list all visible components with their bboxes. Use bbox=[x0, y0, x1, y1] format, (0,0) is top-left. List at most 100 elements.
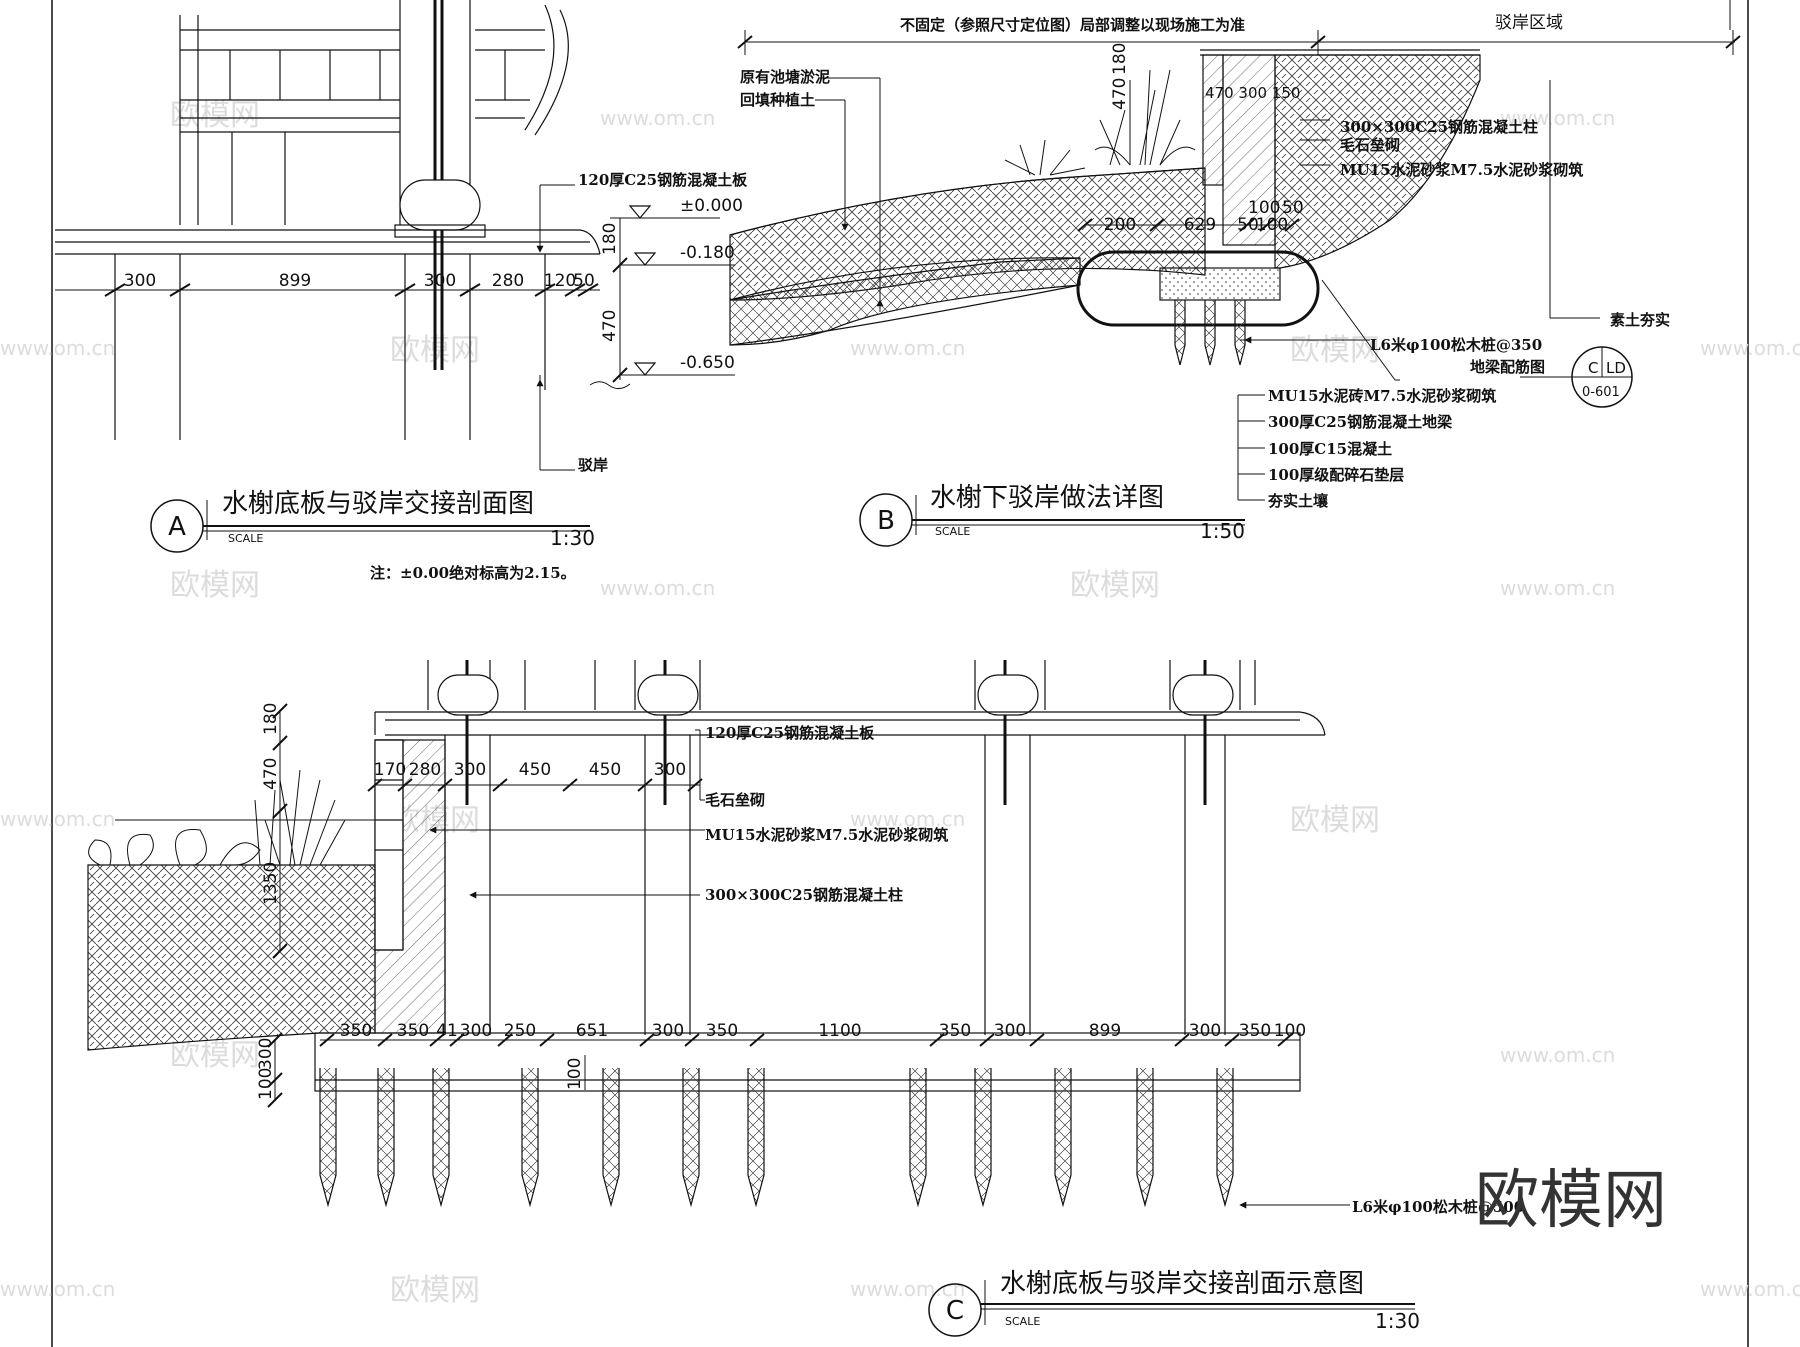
section-b-marker: B bbox=[877, 506, 895, 536]
dim-value: 450 bbox=[589, 760, 621, 780]
watermark-url: www.om.cn bbox=[1700, 1277, 1800, 1301]
vdim-value: 470 bbox=[261, 758, 281, 790]
dim-value: 100 bbox=[1248, 198, 1280, 218]
dim-value: 200 bbox=[1104, 215, 1136, 235]
columns bbox=[427, 660, 1256, 710]
planting bbox=[1004, 69, 1196, 176]
dim-value: 350 bbox=[706, 1021, 738, 1041]
watermark-url: www.om.cn bbox=[850, 1277, 965, 1301]
vdim-value: 1350 bbox=[261, 862, 281, 905]
watermark-url: www.om.cn bbox=[600, 576, 715, 600]
dim-value: 651 bbox=[576, 1021, 608, 1041]
section-a bbox=[55, 0, 735, 553]
dim-value: 899 bbox=[1089, 1021, 1121, 1041]
brand-logo: 欧模网 bbox=[1475, 1164, 1667, 1238]
scale-ratio: 1:30 bbox=[550, 526, 595, 550]
section-b bbox=[729, 0, 1741, 547]
scale-ratio: 1:50 bbox=[1200, 519, 1245, 543]
vdim-value: 470 bbox=[1110, 78, 1130, 110]
watermark-url: www.om.cn bbox=[850, 807, 965, 831]
watermark-url: www.om.cn bbox=[0, 1277, 115, 1301]
pile-label: L6米φ100松木桩@500 bbox=[1352, 1198, 1524, 1216]
watermark-text: 欧模网 bbox=[1290, 803, 1380, 838]
scale-word: SCALE bbox=[228, 532, 263, 545]
beam-ref-label: 地梁配筋图 bbox=[1470, 358, 1545, 376]
dim-value: 300 bbox=[994, 1021, 1026, 1041]
column-label: 300×300C25钢筋混凝土柱 bbox=[1340, 118, 1538, 136]
callout-top: C bbox=[1588, 359, 1598, 377]
silt-label: 原有池塘淤泥 bbox=[740, 68, 830, 86]
dim-value: 1100 bbox=[818, 1021, 861, 1041]
dim-value: 50 bbox=[573, 271, 595, 291]
watermark-url: www.om.cn bbox=[0, 336, 115, 360]
timber-piles bbox=[1174, 300, 1246, 366]
dim-value: 300 bbox=[654, 760, 686, 780]
rubble-label: 毛石垒砌 bbox=[705, 791, 765, 809]
dim-value: 280 bbox=[492, 271, 524, 291]
section-c-marker: C bbox=[946, 1296, 964, 1326]
pavilion-railing bbox=[179, 0, 569, 225]
vdim-value: 180 bbox=[1110, 43, 1130, 75]
slab-label: 120厚C25钢筋混凝土板 bbox=[705, 724, 875, 742]
dim-value: 450 bbox=[519, 760, 551, 780]
scale-ratio: 1:30 bbox=[1375, 1309, 1420, 1333]
dim-value: 120 bbox=[544, 271, 576, 291]
elevation-low: -0.650 bbox=[680, 353, 735, 373]
dim-value: 629 bbox=[1184, 215, 1216, 235]
watermark-url: www.om.cn bbox=[0, 807, 115, 831]
scale-word: SCALE bbox=[935, 525, 970, 538]
dim-value: 170 bbox=[374, 760, 406, 780]
section-a-title: 水榭底板与驳岸交接剖面图 bbox=[222, 489, 534, 519]
watermark-text: 欧模网 bbox=[170, 568, 260, 603]
watermark-text: 欧模网 bbox=[1290, 333, 1380, 368]
watermark-text: 欧模网 bbox=[170, 1038, 260, 1073]
slab-label: 120厚C25钢筋混凝土板 bbox=[578, 171, 748, 189]
watermark-text: 欧模网 bbox=[1070, 568, 1160, 603]
dim-value: 300 bbox=[424, 271, 456, 291]
dim-value: 300 bbox=[1189, 1021, 1221, 1041]
layer-label: 100厚C15混凝土 bbox=[1268, 440, 1392, 458]
dim-value: 280 bbox=[409, 760, 441, 780]
dim-value: 350 bbox=[340, 1021, 372, 1041]
vdim-value: 100 bbox=[256, 1068, 276, 1100]
dim-value: 350 bbox=[939, 1021, 971, 1041]
callout-right: LD bbox=[1606, 359, 1626, 377]
dim-value: 100 bbox=[1274, 1021, 1306, 1041]
watermark-url: www.om.cn bbox=[1500, 106, 1615, 130]
timber-piles bbox=[319, 1068, 1234, 1208]
layer-label: 夯实土壤 bbox=[1267, 492, 1329, 510]
layer-label: 300厚C25钢筋混凝土地梁 bbox=[1268, 413, 1453, 431]
watermark-text: 欧模网 bbox=[170, 98, 260, 133]
dim-value: 300 bbox=[652, 1021, 684, 1041]
watermark-url: www.om.cn bbox=[1500, 1043, 1615, 1067]
dim-value: 50 bbox=[1282, 198, 1304, 218]
dim-value: 350 bbox=[1239, 1021, 1271, 1041]
dim-value: 100 bbox=[1256, 215, 1288, 235]
mortar-label: MU15水泥砂浆M7.5水泥砂浆砌筑 bbox=[705, 826, 948, 844]
vdim-value: 100 bbox=[565, 1058, 585, 1090]
bank-zone-label: 驳岸区域 bbox=[1495, 13, 1563, 33]
dim-value: 350 bbox=[397, 1021, 429, 1041]
watermark-url: www.om.cn bbox=[600, 106, 715, 130]
section-c-text: 120厚C25钢筋混凝土板 毛石垒砌 MU15水泥砂浆M7.5水泥砂浆砌筑 30… bbox=[256, 703, 1524, 1333]
vdim-value: 470 bbox=[600, 310, 620, 342]
section-b-text: 不固定（参照尺寸定位图）局部调整以现场施工为准 驳岸区域 原有池塘淤泥 回填种植… bbox=[740, 13, 1670, 543]
watermark-url: www.om.cn bbox=[850, 336, 965, 360]
dim-value: 300 bbox=[460, 1021, 492, 1041]
sheet-frame bbox=[51, 0, 1749, 1347]
section-a-text: 300 899 300 280 120 50 ±0.000 -0.180 -0.… bbox=[124, 171, 748, 582]
field-adjust-note: 不固定（参照尺寸定位图）局部调整以现场施工为准 bbox=[900, 16, 1245, 34]
dim-value: 300 bbox=[454, 760, 486, 780]
dim-value: 899 bbox=[279, 271, 311, 291]
vdim-value: 180 bbox=[261, 703, 281, 735]
bank-label: 驳岸 bbox=[578, 456, 608, 474]
datum-note: 注：±0.00绝对标高为2.15。 bbox=[370, 564, 576, 582]
vdim-value: 180 bbox=[600, 223, 620, 255]
elevation-mid: -0.180 bbox=[680, 243, 735, 263]
section-b-title: 水榭下驳岸做法详图 bbox=[930, 483, 1164, 513]
top-dims: 470 300 150 bbox=[1205, 84, 1300, 102]
compacted-soil-label: 素土夯实 bbox=[1610, 311, 1670, 329]
backfill-label: 回填种植土 bbox=[740, 91, 815, 109]
planting bbox=[88, 769, 346, 866]
